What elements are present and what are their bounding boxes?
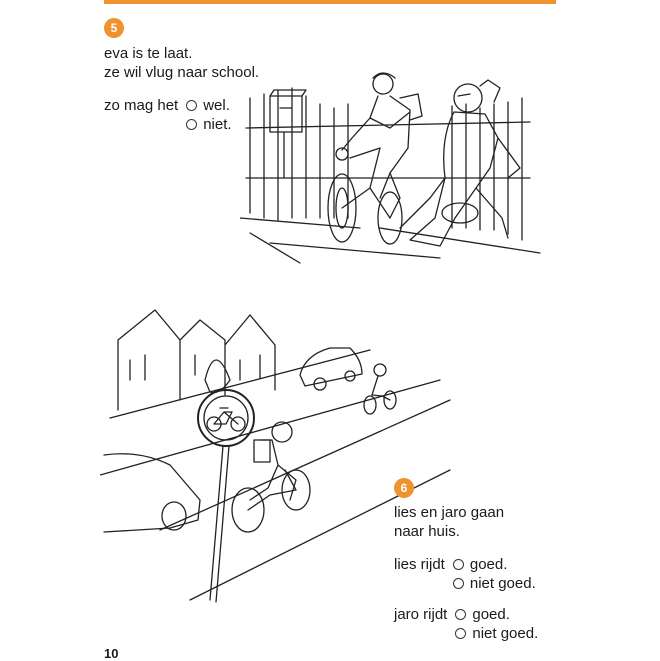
exercise-5-question-label: zo mag het <box>104 97 179 114</box>
mailbox-illustration <box>269 89 307 179</box>
exercise-6-line-1: lies en jaro gaan <box>394 504 505 521</box>
exercise-5-option-wel[interactable]: wel. <box>186 96 231 115</box>
option-label: goed. <box>469 556 508 573</box>
exercise-6-question-lies-label: lies rijdt <box>394 556 445 573</box>
exercise-6-question-jaro: jaro rijdt goed. niet goed. <box>394 605 538 643</box>
exercise-6-line-2: naar huis. <box>394 523 460 540</box>
page-number: 10 <box>104 646 119 661</box>
exercise-5-line-2: ze wil vlug naar school. <box>104 64 260 81</box>
radio-circle-icon[interactable] <box>455 628 467 639</box>
road-illustration <box>100 349 451 601</box>
radio-circle-icon[interactable] <box>452 559 464 570</box>
fence-illustration <box>245 87 531 241</box>
man-illustration <box>399 79 521 247</box>
exercise-6-number: 6 <box>400 481 408 495</box>
pavement-illustration <box>240 217 541 264</box>
exercise-5-question: zo mag het wel. niet. <box>104 96 232 134</box>
radio-circle-icon[interactable] <box>452 578 464 589</box>
option-label: niet goed. <box>472 625 539 642</box>
exercise-5-number-badge: 5 <box>104 18 124 38</box>
option-label: goed. <box>472 606 510 623</box>
boy-on-bicycle-illustration <box>231 421 311 533</box>
lies-option-goed[interactable]: goed. <box>452 555 536 574</box>
lies-option-niet-goed[interactable]: niet goed. <box>452 574 536 593</box>
top-accent-rule <box>104 0 556 4</box>
jaro-option-niet-goed[interactable]: niet goed. <box>455 624 538 643</box>
girl-on-bicycle-illustration <box>327 72 423 245</box>
exercise-5-number: 5 <box>110 21 118 35</box>
exercise-6-question-jaro-label: jaro rijdt <box>394 606 448 623</box>
radio-circle-icon[interactable] <box>455 609 467 620</box>
exercise-5-line-1: eva is te laat. <box>104 45 193 62</box>
bicycle-road-sign-icon <box>197 389 255 603</box>
option-label: niet. <box>203 116 232 133</box>
radio-circle-icon[interactable] <box>186 100 198 111</box>
exercise-6-question-lies: lies rijdt goed. niet goed. <box>394 555 536 593</box>
exercise-5-option-niet[interactable]: niet. <box>186 115 232 134</box>
jaro-option-goed[interactable]: goed. <box>455 605 538 624</box>
parked-car-illustration <box>103 453 201 533</box>
illustration-girl-cycling-on-sidewalk <box>240 72 541 264</box>
option-label: wel. <box>203 97 230 114</box>
exercise-6-number-badge: 6 <box>394 478 414 498</box>
radio-circle-icon[interactable] <box>186 119 198 130</box>
option-label: niet goed. <box>469 575 536 592</box>
distant-car-illustration <box>299 347 363 391</box>
distant-cyclist-illustration <box>363 363 397 415</box>
illustration-street-with-cycle-path <box>100 309 451 603</box>
